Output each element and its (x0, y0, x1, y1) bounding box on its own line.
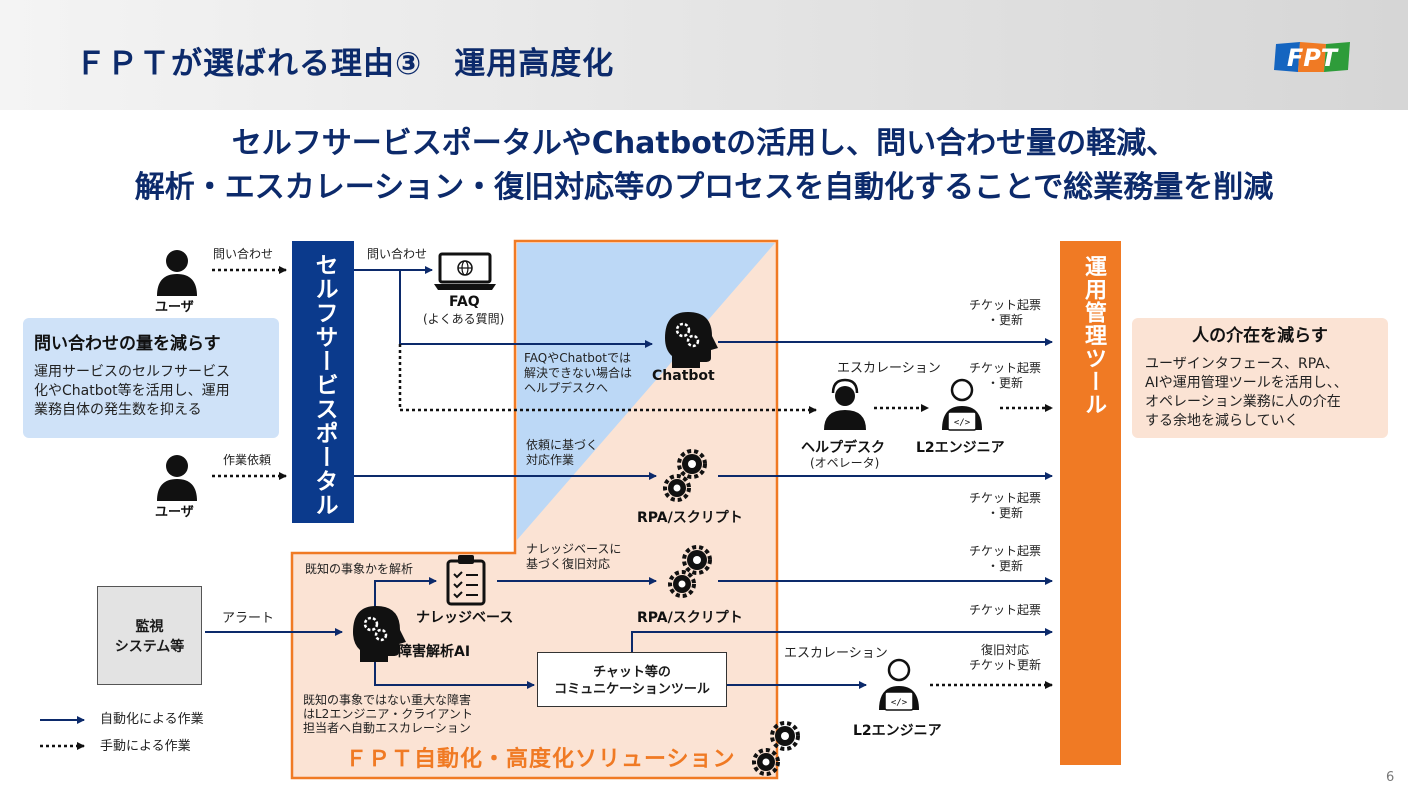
l2-label: L2エンジニア (853, 723, 942, 739)
faq-chatbot-note: FAQやChatbotでは 解決できない場合は ヘルプデスクへ (524, 351, 633, 395)
monitoring-system-box: 監視 システム等 (97, 586, 202, 685)
l2-engineer-icon: </> (942, 378, 982, 431)
self-service-portal: セルフサービスポータル (292, 241, 354, 523)
page-title: ＦＰＴが選ばれる理由③ 運用高度化 (75, 46, 615, 82)
reduce-inquiries-box: 問い合わせの量を減らす 運用サービスのセルフサービス 化やChatbot等を活用… (23, 318, 279, 438)
helpdesk-label: ヘルプデスク (801, 440, 885, 456)
portal-label: セルフサービスポータル (311, 253, 337, 517)
headline: セルフサービスポータルやChatbotの活用し、問い合わせ量の軽減、 解析・エス… (0, 122, 1408, 210)
faq-label: FAQ (449, 294, 480, 310)
gears-icon (663, 449, 707, 502)
ticket-update-label: チケット起票 ・更新 (969, 298, 1042, 327)
user-icon (157, 250, 197, 296)
svg-text:</>: </> (954, 418, 971, 428)
user-label: ユーザ (155, 300, 194, 315)
box-body: 運用サービスのセルフサービス 化やChatbot等を活用し、運用 業務自体の発生… (34, 364, 230, 418)
work-request-label: 作業依頼 (223, 453, 272, 467)
alert-label: アラート (222, 611, 275, 626)
escalation-label: エスカレーション (837, 361, 941, 376)
inquiry-label: 問い合わせ (213, 247, 274, 261)
svg-text:</>: </> (891, 698, 908, 708)
operations-management-tool: 運用管理ツール (1060, 241, 1121, 765)
knowledge-base-label: ナレッジベース (416, 610, 514, 626)
fault-ai-label: 障害解析AI (398, 644, 471, 660)
rpa-label: RPA/スクリプト (637, 610, 743, 626)
solution-label: ＦＰＴ自動化・高度化ソリューション (345, 747, 736, 772)
faq-sub: (よくある質問) (423, 312, 505, 326)
clipboard-icon (446, 555, 486, 606)
recovery-ticket-label: 復旧対応 チケット更新 (969, 643, 1042, 672)
headset-operator-icon (824, 378, 866, 430)
legend-auto-label: 自動化による作業 (100, 712, 204, 727)
ai-head-icon (353, 606, 406, 662)
header-bar (0, 0, 1408, 110)
logo-text: FPT (1287, 44, 1339, 72)
ticket-update-label: チケット起票 ・更新 (969, 544, 1042, 573)
escalation-label: エスカレーション (784, 646, 888, 661)
known-event-label: 既知の事象かを解析 (305, 562, 414, 576)
helpdesk-sub: (オペレータ) (810, 456, 880, 470)
ticket-update-label: チケット起票 ・更新 (969, 491, 1042, 520)
mgmt-label: 運用管理ツール (1081, 255, 1106, 416)
page-number: 6 (1386, 770, 1395, 785)
user-label: ユーザ (155, 505, 194, 520)
fpt-logo: FPT (1274, 42, 1350, 72)
solution-area (290, 239, 779, 780)
ticket-issue-label: チケット起票 (969, 603, 1042, 617)
monitor-label: 監視 システム等 (114, 619, 185, 655)
inquiry-label: 問い合わせ (367, 247, 428, 261)
ticket-update-label: チケット起票 ・更新 (969, 361, 1042, 390)
headline-line2: 解析・エスカレーション・復旧対応等のプロセスを自動化することで総業務量を削減 (134, 170, 1274, 205)
l2-engineer-icon: </> (879, 658, 919, 711)
laptop-icon (434, 252, 496, 290)
box-body: ユーザインタフェース、RPA、 AIや運用管理ツールを活用し、、 オペレーション… (1145, 356, 1348, 429)
auto-arrows (205, 266, 1053, 689)
legend-manual-label: 手動による作業 (100, 739, 191, 754)
gears-icon (668, 545, 712, 598)
knowledge-note: ナレッジベースに 基づく復旧対応 (526, 542, 622, 571)
headline-line1: セルフサービスポータルやChatbotの活用し、問い合わせ量の軽減、 (231, 126, 1177, 161)
l2-label: L2エンジニア (916, 440, 1005, 456)
unknown-event-label: 既知の事象ではない重大な障害 はL2エンジニア・クライアント 担当者へ自動エスカ… (303, 693, 473, 735)
rpa-label: RPA/スクリプト (637, 510, 743, 526)
box-title: 問い合わせの量を減らす (34, 334, 221, 354)
manual-arrows (212, 266, 1053, 689)
chat-tool-box: チャット等の コミュニケーションツール (537, 652, 727, 707)
reduce-human-involvement-box: 人の介在を減らす ユーザインタフェース、RPA、 AIや運用管理ツールを活用し、… (1132, 318, 1388, 438)
user-icon (157, 455, 197, 501)
chat-tool-label: チャット等の コミュニケーションツール (554, 665, 710, 697)
box-title: 人の介在を減らす (1192, 326, 1328, 346)
chatbot-label: Chatbot (652, 368, 715, 384)
ai-head-icon (665, 312, 718, 368)
request-note: 依頼に基づく 対応作業 (526, 438, 599, 467)
gears-icon (752, 721, 800, 776)
